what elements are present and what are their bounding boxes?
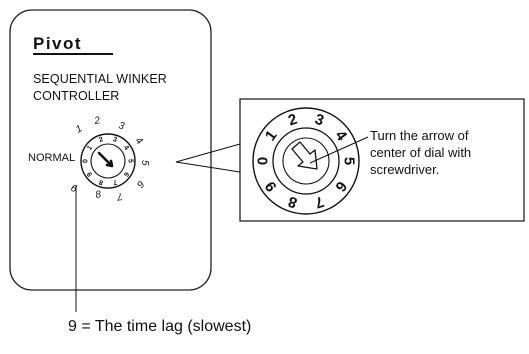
dial-digit: 6: [122, 170, 130, 177]
dial-digit: 4: [122, 144, 130, 151]
dial-digit: 8: [98, 178, 104, 186]
brand-logo: Pivot: [33, 34, 83, 53]
scale-label: 3: [117, 120, 126, 132]
dial-digit: 7: [112, 178, 118, 186]
dial-digit: 3: [112, 136, 118, 144]
normal-label: NORMAL: [28, 152, 76, 164]
callout-instruction: Turn the arrow of center of dial with sc…: [370, 127, 471, 178]
device-title: SEQUENTIAL WINKER CONTROLLER: [33, 71, 167, 105]
device-title-line: SEQUENTIAL WINKER: [33, 72, 167, 86]
brand-underline: [33, 53, 113, 55]
dial-digit: 0: [255, 157, 272, 165]
scale-label: 9: [70, 181, 79, 193]
scale-label: 7: [116, 190, 124, 202]
footnote: 9 = The time lag (slowest): [68, 318, 252, 335]
callout-pointer: [309, 136, 369, 164]
scale-label: 2: [93, 115, 102, 127]
dial-digit: 2: [98, 136, 104, 144]
scale-label: 8: [95, 189, 103, 201]
scale-label: 1: [74, 123, 84, 135]
callout-line: center of dial with: [370, 145, 472, 160]
device-title-line: CONTROLLER: [33, 89, 120, 103]
scale-label: 6: [134, 178, 146, 190]
dial-digit: 5: [127, 159, 134, 163]
dial-digit: 1: [86, 144, 94, 151]
scale-label: 5: [139, 160, 150, 166]
callout-line: screwdriver.: [370, 162, 440, 177]
dial-digit: 0: [83, 159, 90, 163]
callout-line: Turn the arrow of: [370, 128, 469, 143]
dial-digit: 5: [341, 157, 358, 165]
dial-arrow-icon: [97, 151, 114, 168]
dial-digit: 9: [86, 170, 94, 177]
callout-wedge: [175, 143, 241, 173]
